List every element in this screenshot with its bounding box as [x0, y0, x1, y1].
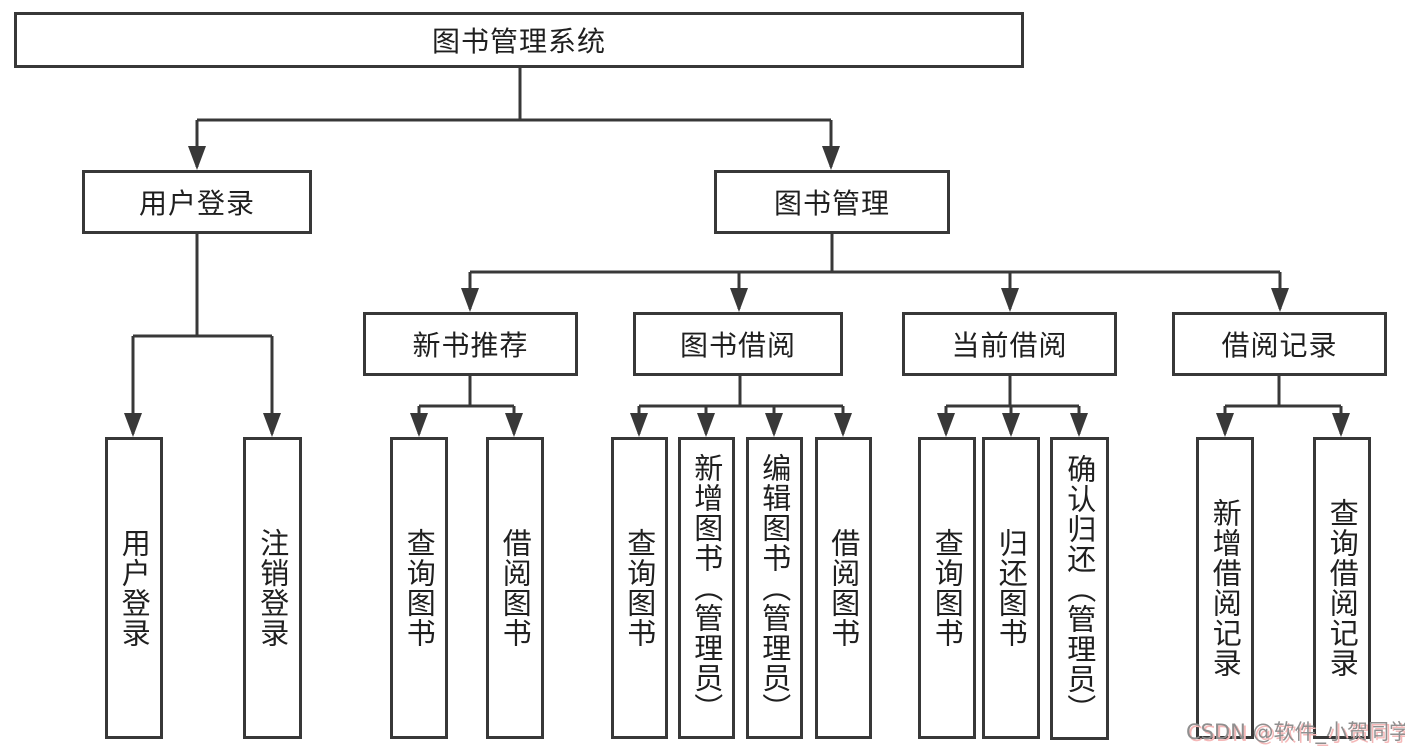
node-library-system: 图书管理系统 — [14, 12, 1024, 68]
node-label: 用户登录 — [138, 187, 255, 220]
leaf-query-book-current: 查询图书 — [918, 437, 976, 739]
node-label: 图书借阅 — [679, 329, 796, 362]
node-user-login: 用户登录 — [82, 170, 312, 234]
connector-borrow-records-trunk — [1225, 376, 1341, 408]
leaf-query-book-borrow: 查询图书 — [611, 437, 668, 739]
leaf-edit-book-admin: 编辑图书（管理员） — [746, 437, 803, 739]
node-borrow-records: 借阅记录 — [1172, 312, 1387, 376]
node-label: 新书推荐 — [412, 329, 529, 362]
node-label: 确认归还（管理员） — [1062, 453, 1097, 724]
connector-book-borrow-trunk — [639, 376, 843, 408]
connector-root-trunk — [197, 68, 831, 122]
node-label: 借阅图书 — [498, 528, 533, 648]
watermark: CSDN @软件_小贺同学 — [1186, 720, 1405, 744]
node-label: 新增图书（管理员） — [689, 453, 724, 723]
node-current-borrow: 当前借阅 — [902, 312, 1117, 376]
leaf-add-book-admin: 新增图书（管理员） — [678, 437, 735, 739]
node-label: 图书管理系统 — [431, 25, 606, 58]
node-label: 用户登录 — [117, 528, 152, 648]
node-label: 查询图书 — [622, 528, 657, 648]
leaf-borrow-book: 借阅图书 — [815, 437, 872, 739]
node-label: 查询借阅记录 — [1325, 498, 1360, 678]
leaf-user-login: 用户登录 — [105, 437, 163, 739]
node-label: 借阅图书 — [826, 528, 861, 648]
leaf-borrow-book-recommend: 借阅图书 — [486, 437, 544, 739]
node-book-management: 图书管理 — [714, 170, 950, 234]
leaf-add-borrow-record: 新增借阅记录 — [1196, 437, 1254, 739]
leaf-query-book-recommend: 查询图书 — [390, 437, 448, 739]
node-label: 新增借阅记录 — [1208, 498, 1243, 678]
node-label: 查询图书 — [930, 528, 965, 648]
node-label: 图书管理 — [773, 187, 890, 220]
node-new-book-recommend: 新书推荐 — [363, 312, 578, 376]
connector-book-management-trunk — [470, 234, 1280, 274]
leaf-confirm-return-admin: 确认归还（管理员） — [1050, 437, 1109, 740]
leaf-query-borrow-record: 查询借阅记录 — [1313, 437, 1371, 739]
node-label: 查询图书 — [402, 528, 437, 648]
leaf-return-book: 归还图书 — [982, 437, 1040, 739]
node-label: 借阅记录 — [1221, 329, 1338, 362]
node-label: 归还图书 — [994, 528, 1029, 648]
connector-new-book-recommend-trunk — [419, 376, 514, 408]
connector-current-borrow-trunk — [946, 376, 1079, 408]
node-book-borrow: 图书借阅 — [633, 312, 843, 376]
leaf-logout: 注销登录 — [243, 437, 302, 739]
connector-user-login-trunk — [133, 234, 272, 338]
node-label: 注销登录 — [255, 528, 290, 648]
node-label: 编辑图书（管理员） — [757, 453, 792, 723]
node-label: 当前借阅 — [951, 329, 1068, 362]
